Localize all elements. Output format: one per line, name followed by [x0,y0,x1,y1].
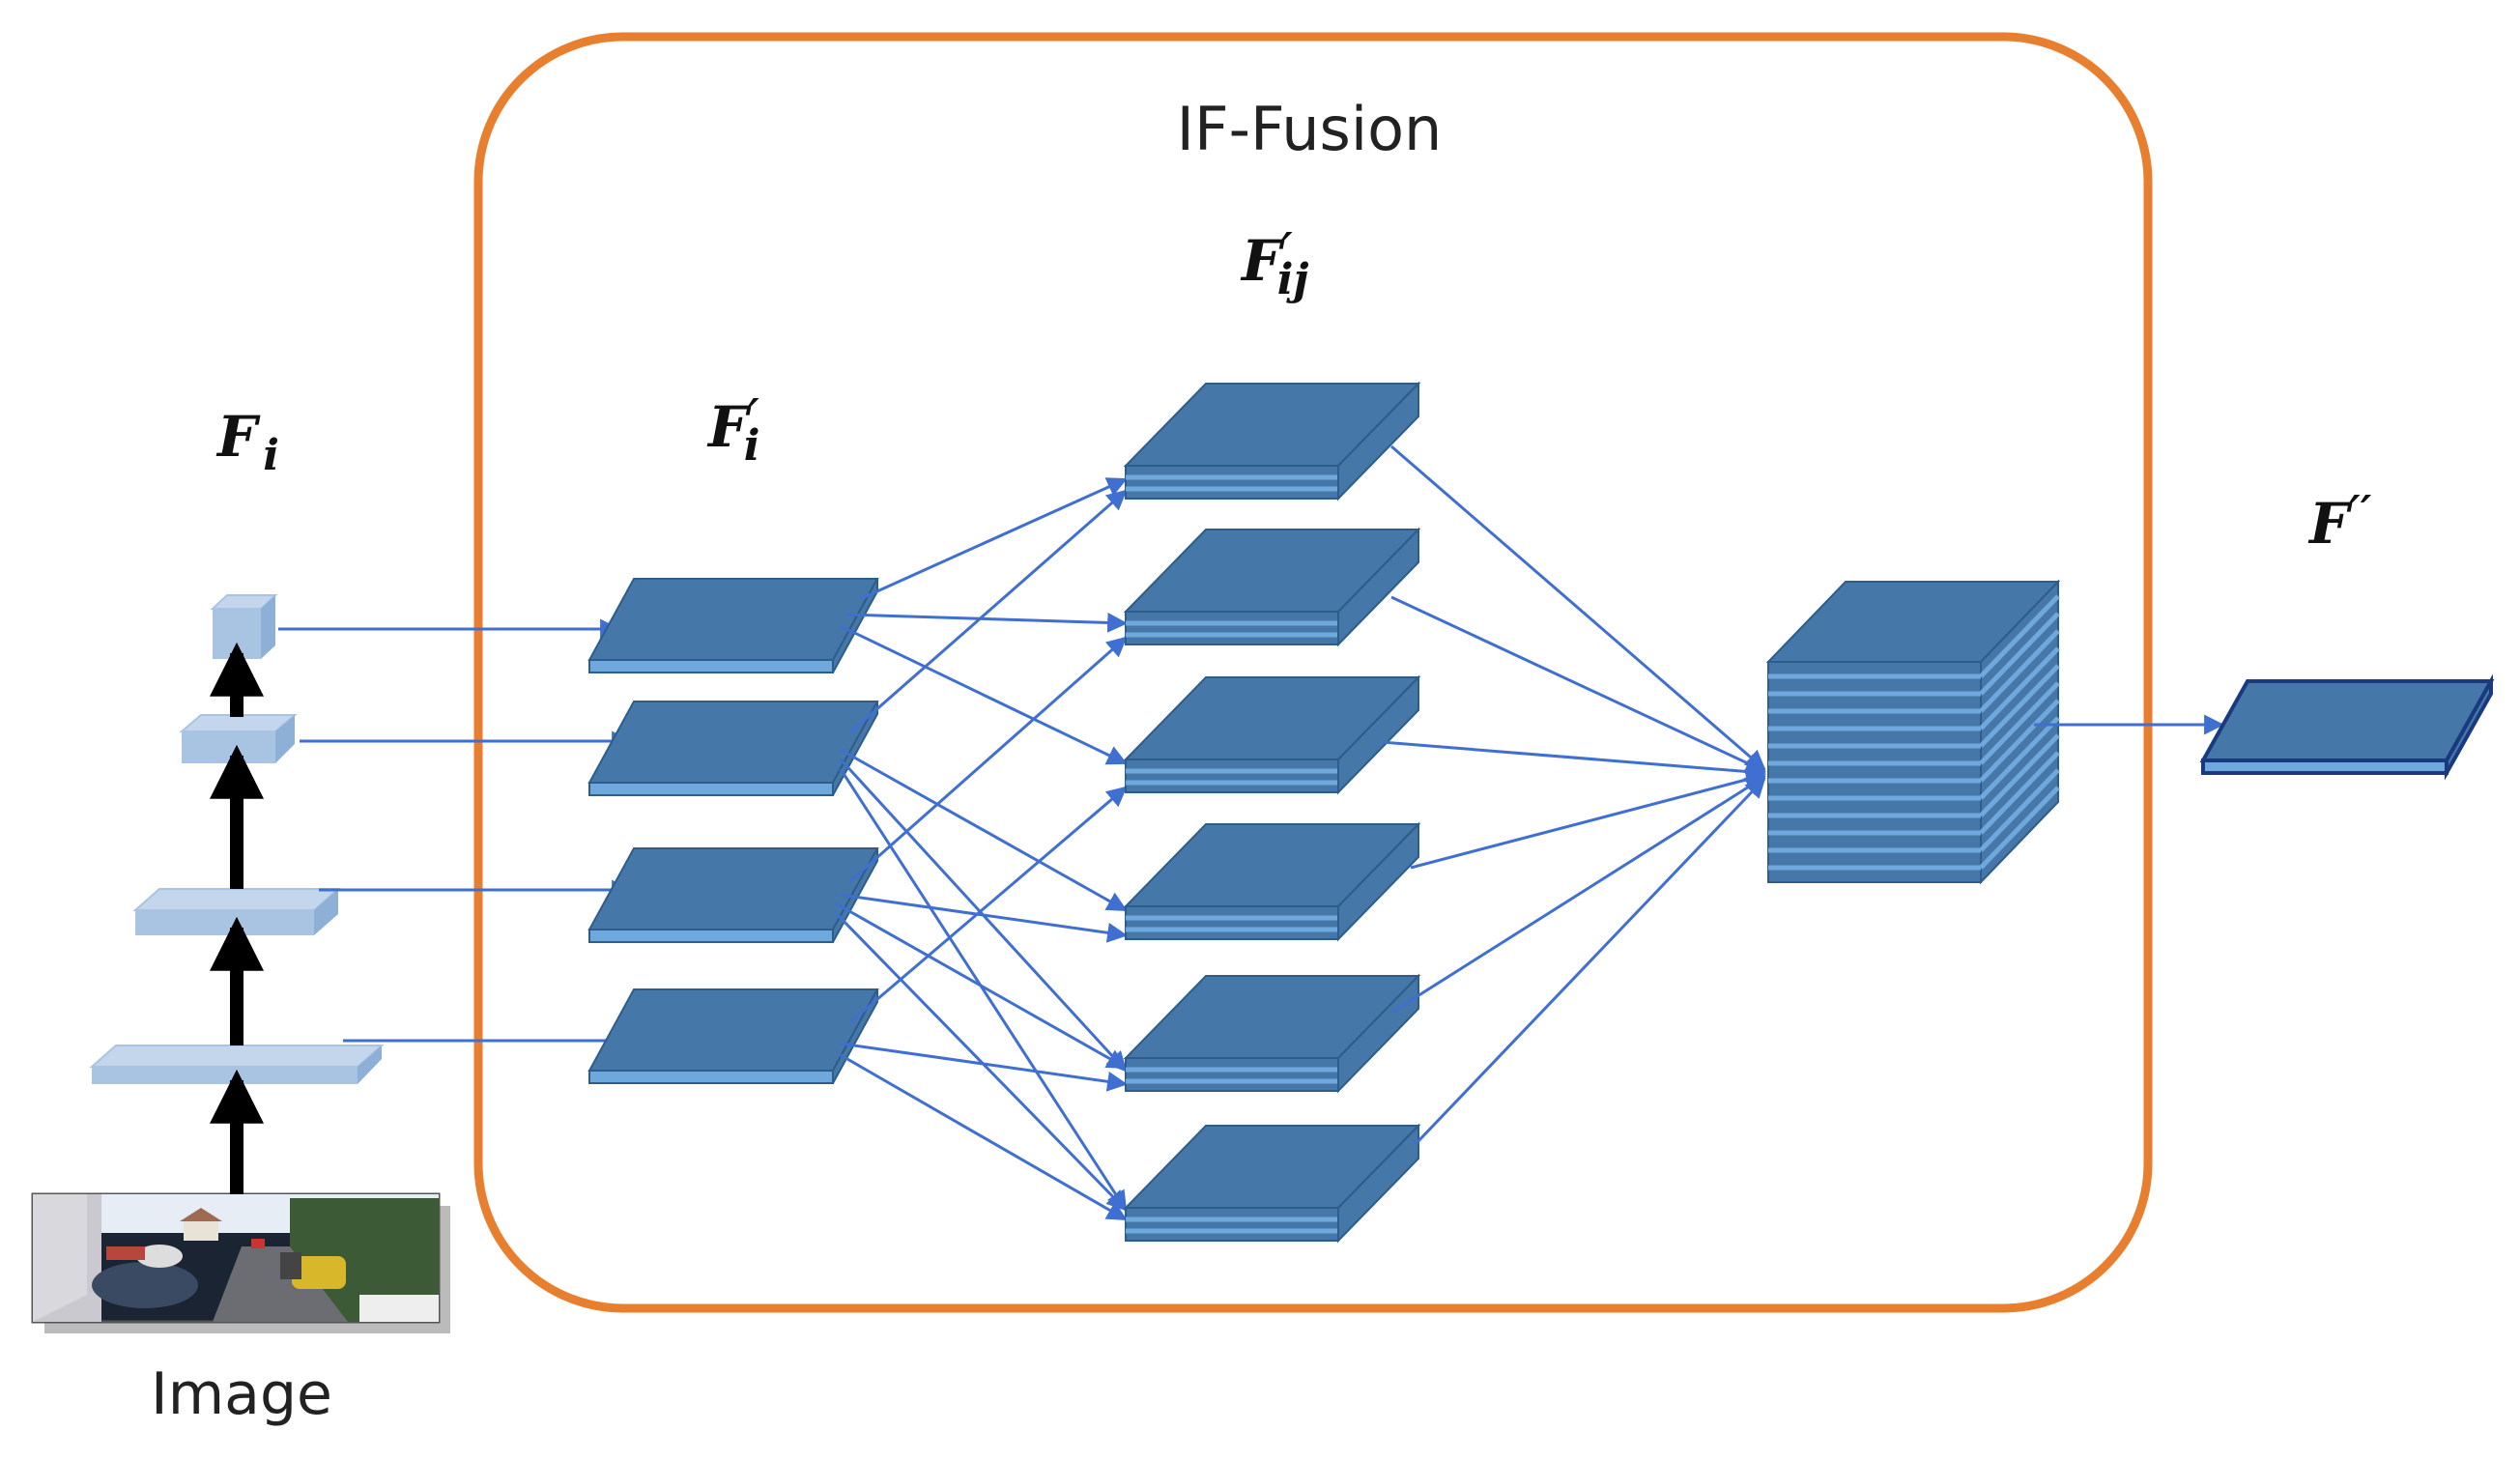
pyramid-level-4 [89,1045,385,1084]
label-f-double-prime: F′′ [2307,487,2372,557]
fi-prime-layer-4 [587,988,879,1084]
fij-prime-layer-4 [1123,821,1421,942]
pyramid-level-1 [210,594,278,659]
fi-prime-layer-1 [587,578,879,673]
if-fusion-title: IF-Fusion [1177,94,1443,164]
fi-prime-layer-2 [587,701,879,796]
fij-prime-layer-6 [1123,1123,1421,1244]
image-label: Image [151,1360,332,1428]
fi-prime-layer-3 [587,847,879,943]
pyramid-to-fi-prime-arrows [278,618,633,1051]
fij-prime-layer-5 [1123,973,1421,1094]
fij-prime-layer-1 [1123,381,1421,501]
output-feature-map [2199,673,2495,781]
fused-feature-stack [1765,579,2061,885]
input-image [31,1192,450,1333]
pyramid-level-3 [132,888,341,935]
fij-prime-to-stack-arrows [1381,444,1767,1146]
fij-prime-layer-3 [1123,674,1421,795]
if-fusion-frame [473,32,2153,1313]
fi-prime-to-fij-prime-arrows [834,477,1129,1221]
fi-prime-layers [587,578,879,1084]
label-fij-prime: F′ij [1240,224,1309,304]
fij-prime-layer-2 [1123,527,1421,647]
label-fi-prime: F′i [706,390,760,471]
fij-prime-layers [1123,381,1421,1244]
